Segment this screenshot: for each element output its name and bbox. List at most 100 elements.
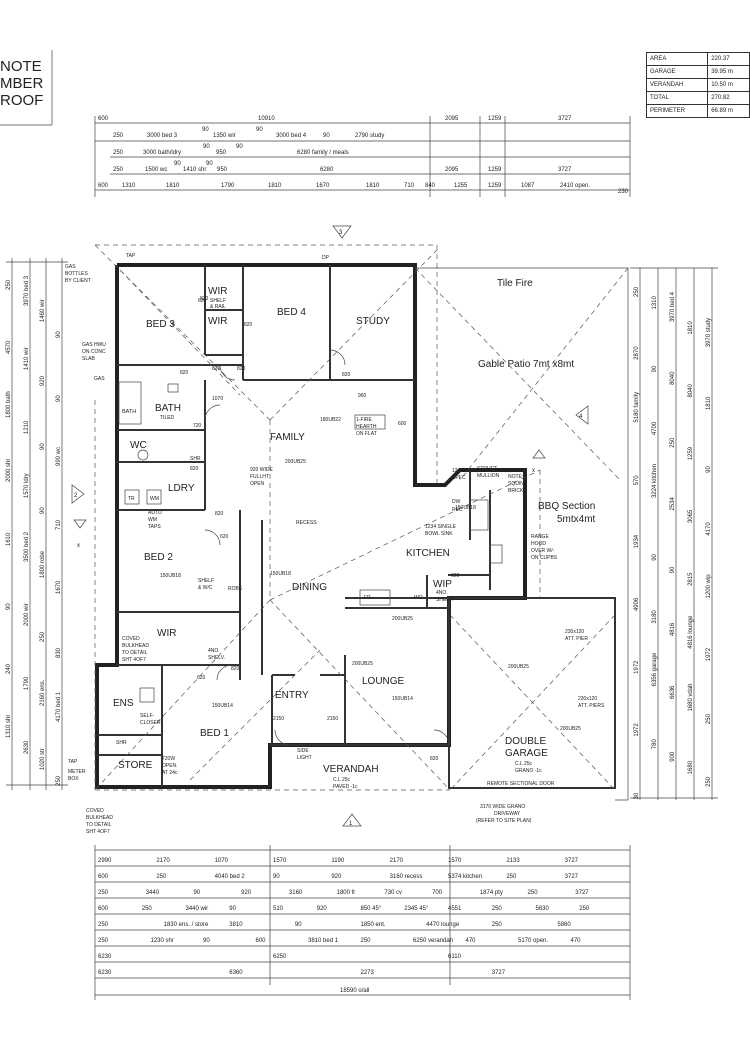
shelf-rail-label: & RAIL (210, 304, 226, 310)
corner-note-line: NOTE (0, 58, 42, 75)
sink-label: 1234 SINGLE (425, 524, 457, 530)
dim-label: 600 (98, 874, 109, 880)
dim-label: 1259 (488, 183, 502, 189)
pier-label: 230x120 (578, 696, 597, 702)
dim-label: 2095 (445, 167, 459, 173)
dim-label: 2160 ens. (40, 679, 46, 706)
section-marker-label: 1 (349, 821, 353, 827)
dim-label: 3727 (492, 970, 506, 976)
dim-label: 470 (571, 938, 582, 944)
dim-label: 250 (113, 133, 124, 139)
size-label: 820 (180, 370, 189, 376)
room-label-bath: BATH (155, 403, 181, 414)
dim-label: 90 (670, 566, 676, 573)
gas-bottles-label: GAS (65, 264, 76, 270)
bulkhead-label: BULKHEAD (86, 815, 113, 821)
squint-note-label: SQUINT (508, 481, 527, 487)
wir-shelves-label: 4NO. (208, 648, 220, 654)
section-marker-1 (342, 813, 362, 827)
dim-label: 1310 shr (6, 715, 12, 738)
dim-label: 6280 family / meals (297, 150, 349, 156)
tap-label: TAP (68, 759, 78, 765)
dim-label: 1790 (221, 183, 235, 189)
dim-label: 1460 wir (40, 299, 46, 322)
hearth-label: ON FLAT (356, 431, 377, 437)
patio-outline (415, 267, 629, 801)
struct-mullion-label: MULLION (477, 473, 500, 479)
dim-label: 920 (317, 906, 328, 912)
dim-label: 90 (193, 890, 200, 896)
beam-label: 180UB22 (320, 417, 341, 423)
opening-720-label: 720W (162, 756, 175, 762)
section-marker-3 (332, 225, 352, 239)
door-swing (433, 729, 450, 746)
beam-label: 200UB25 (392, 616, 413, 622)
dim-label: 4816 (670, 622, 676, 636)
dim-label: 950 (217, 167, 228, 173)
self-closer-label: CLOSER (140, 720, 161, 726)
self-closer-label: SELF- (140, 713, 155, 719)
dim-label: 1670 (56, 580, 62, 594)
dim-label: 3224 kitchen (652, 464, 658, 498)
dim-label: 4170 bed 1 (56, 691, 62, 722)
dim-label: 780 (652, 739, 658, 750)
dim-label: 1570 ldry (24, 473, 30, 498)
toilet-icon (137, 449, 149, 461)
dim-label: 1670 (316, 183, 330, 189)
section-marker-2 (71, 484, 85, 504)
dim-label: 230 (618, 189, 629, 195)
driveway-label: DRIVEWAY (494, 811, 521, 817)
dim-label: 1310 (122, 183, 136, 189)
dim-label: 2345 45° (404, 906, 429, 912)
washing-machine-label: WM (150, 496, 159, 502)
dim-label: 600 (256, 938, 267, 944)
note-bbq-section: BBQ Section (538, 501, 595, 512)
dim-label: 90 (236, 144, 243, 150)
dim-label: 1570 (273, 858, 287, 864)
corner-note-line: MBER (0, 75, 44, 92)
pier-label: ATT. PIER (565, 636, 588, 642)
beam-label: 150UB18 (455, 505, 476, 511)
dim-label: 1259 (688, 446, 694, 460)
beam-lines (94, 244, 616, 791)
dim-label: 1972 (706, 647, 712, 661)
exterior-walls (95, 263, 616, 789)
size-label: 720 (193, 423, 202, 429)
dim-label: 90 (652, 365, 658, 372)
dim-label: 1850 ent. (361, 922, 386, 928)
dim-label: 6110 (448, 954, 462, 960)
dim-label: 1680 (688, 760, 694, 774)
dim-label: 1934 (634, 534, 640, 548)
size-label: 820 (200, 296, 209, 302)
dim-label: 1810 (688, 321, 694, 335)
opening-label: OPEN (250, 481, 265, 487)
dim-label: 1874 pty (480, 890, 503, 896)
dim-label: 250 (98, 938, 109, 944)
tap-label: TAP (126, 253, 136, 259)
spec-label: SPEC (452, 475, 466, 481)
dim-label: 3970 bed 4 (670, 291, 676, 322)
dim-label: 1350 wir (213, 133, 236, 139)
bulkhead-label: SHT 4OF7 (86, 829, 110, 835)
section-marker-4 (575, 405, 589, 425)
section-marker-label: 3 (339, 230, 343, 236)
verandah-level-label: C.L 25c (333, 777, 351, 783)
bathtub (118, 381, 142, 425)
fireplace-hearth (354, 414, 386, 430)
dim-label: 90 (256, 127, 263, 133)
room-label-verandah: VERANDAH (323, 764, 379, 775)
dim-label: 2630 (24, 740, 30, 754)
dim-label: 240 (6, 663, 12, 674)
dim-label: 3810 (229, 922, 243, 928)
size-label: 820 (212, 366, 221, 372)
room-label-garage: DOUBLE (505, 736, 546, 747)
patio-diagonal (414, 267, 621, 481)
dim-label: 950 (216, 150, 227, 156)
beam-label: 150UB14 (212, 703, 233, 709)
bulkhead-label: COVED (86, 808, 104, 814)
section-marker-arrow (73, 519, 87, 529)
dim-label: 2815 (688, 572, 694, 586)
dim-label: 18590 o/all (340, 988, 369, 994)
